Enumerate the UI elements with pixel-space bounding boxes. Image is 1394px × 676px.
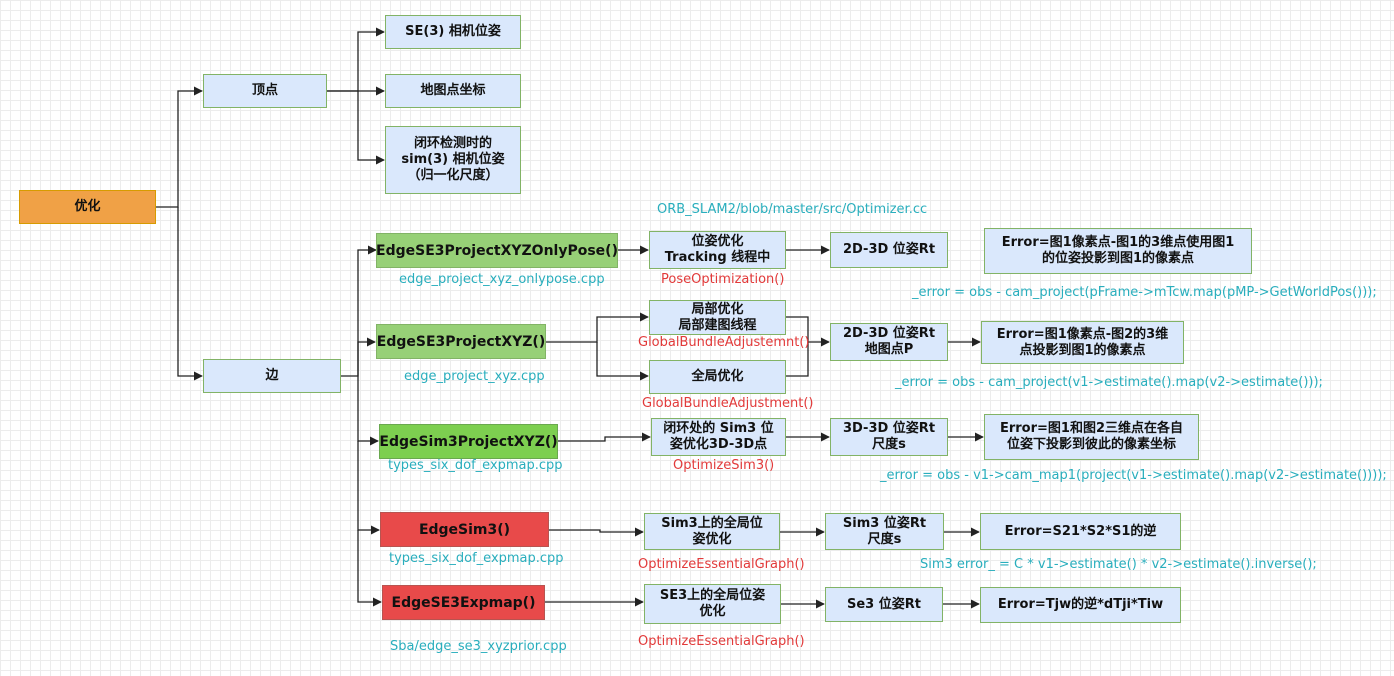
- label-source-file: ORB_SLAM2/blob/master/src/Optimizer.cc: [657, 202, 928, 217]
- node-error-5: Error=Tjw的逆*dTji*Tiw: [980, 587, 1181, 623]
- node-edge-se3-project-xyz-onlypose: EdgeSE3ProjectXYZOnlyPose(): [376, 233, 618, 268]
- connector-e2-p2a: [546, 312, 649, 343]
- node-edge-se3-project-xyz: EdgeSE3ProjectXYZ(): [376, 324, 546, 359]
- connector-edge-e4: [357, 441, 380, 535]
- node-result-3d3d-scale: 3D-3D 位姿Rt 尺度s: [830, 418, 948, 456]
- node-vertex: 顶点: [203, 74, 327, 108]
- node-error-1: Error=图1像素点-图1的3维点使用图1的位姿投影到图1的像素点: [984, 228, 1252, 274]
- node-local-optimization: 局部优化 局部建图线程: [649, 300, 786, 335]
- connector-root-vertex: [156, 86, 203, 208]
- node-se3-global-optimization: SE3上的全局位姿优化: [644, 584, 781, 624]
- node-edge: 边: [203, 359, 341, 393]
- node-vertex-map: 地图点坐标: [385, 74, 521, 108]
- node-edge-sim3-project-xyz: EdgeSim3ProjectXYZ(): [379, 424, 558, 459]
- label-code-error-3: _error = obs - v1->cam_map1(project(v1->…: [880, 468, 1387, 483]
- connector-p2b-r2: [786, 342, 809, 377]
- label-file-se3-expmap: Sba/edge_se3_xyzprior.cpp: [390, 639, 567, 654]
- node-result-sim3-scale: Sim3 位姿Rt 尺度s: [825, 513, 944, 550]
- node-error-2: Error=图1像素点-图2的3维点投影到图1的像素点: [981, 321, 1184, 364]
- connector-edge-e2: [357, 337, 376, 376]
- node-sim3-global-optimization: Sim3上的全局位姿优化: [644, 513, 780, 550]
- connector-root-edge: [177, 207, 203, 381]
- label-fn-essential-graph-1: OptimizeEssentialGraph(): [638, 557, 805, 572]
- label-fn-essential-graph-2: OptimizeEssentialGraph(): [638, 634, 805, 649]
- connector-vertex-sim3: [357, 91, 385, 165]
- label-file-onlypose: edge_project_xyz_onlypose.cpp: [399, 272, 605, 287]
- node-global-optimization: 全局优化: [649, 360, 786, 394]
- node-edge-se3-expmap: EdgeSE3Expmap(): [382, 585, 545, 620]
- connector-edge-e3: [357, 376, 379, 446]
- label-fn-global-ba-typo: GlobalBundleAdjustemnt(): [638, 335, 810, 350]
- connector-p2a-r2: [786, 316, 830, 347]
- label-fn-global-ba: GlobalBundleAdjustment(): [642, 396, 814, 411]
- connector-edge-e1: [341, 245, 377, 377]
- connector-vertex-se3: [327, 27, 385, 92]
- node-vertex-sim3: 闭环检测时的 sim(3) 相机位姿（归一化尺度）: [385, 126, 521, 194]
- label-fn-optimize-sim3: OptimizeSim3(): [673, 458, 775, 473]
- connector-edge-e5: [357, 530, 382, 607]
- node-error-4: Error=S21*S2*S1的逆: [980, 513, 1181, 550]
- node-sim3-loop-optimization: 闭环处的 Sim3 位姿优化3D-3D点: [651, 418, 786, 456]
- connector-e2-p2b: [596, 342, 649, 381]
- label-code-error-1: _error = obs - cam_project(pFrame->mTcw.…: [912, 285, 1377, 300]
- node-vertex-se3: SE(3) 相机位姿: [385, 15, 521, 49]
- label-file-sim3-project: types_six_dof_expmap.cpp: [388, 458, 563, 473]
- label-fn-pose-optimization: PoseOptimization(): [661, 272, 785, 287]
- node-root: 优化: [19, 190, 156, 224]
- node-result-2d3d: 2D-3D 位姿Rt: [830, 232, 948, 268]
- connector-e3-p3: [558, 432, 651, 442]
- node-error-3: Error=图1和图2三维点在各自位姿下投影到彼此的像素坐标: [984, 414, 1199, 460]
- node-result-se3: Se3 位姿Rt: [825, 587, 943, 622]
- label-code-error-4: Sim3 error_ = C * v1->estimate() * v2->e…: [920, 557, 1317, 572]
- label-file-sim3: types_six_dof_expmap.cpp: [389, 551, 564, 566]
- label-file-project-xyz: edge_project_xyz.cpp: [404, 369, 545, 384]
- node-result-2d3d-mappoint: 2D-3D 位姿Rt 地图点P: [830, 323, 948, 361]
- label-code-error-2: _error = obs - cam_project(v1->estimate(…: [895, 375, 1323, 390]
- connector-e4-p4: [549, 527, 644, 537]
- node-pose-optimization: 位姿优化 Tracking 线程中: [649, 231, 786, 269]
- node-edge-sim3: EdgeSim3(): [380, 512, 549, 547]
